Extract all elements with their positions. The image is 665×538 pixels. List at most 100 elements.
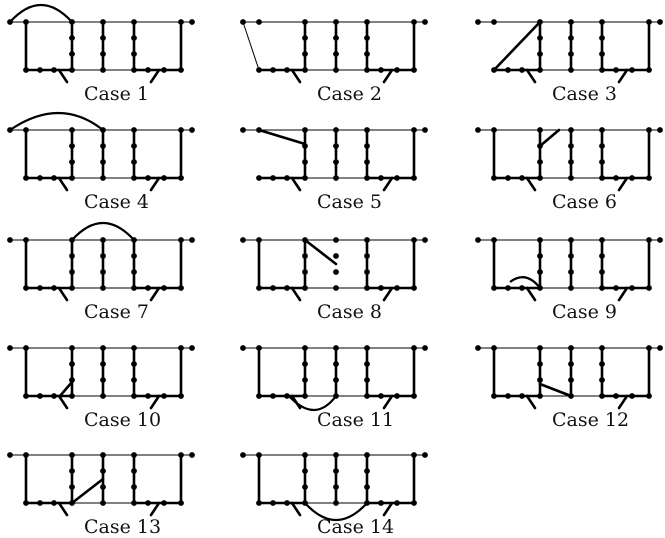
vertex: [189, 345, 195, 351]
vertex: [178, 175, 184, 181]
case-label: Case 6: [552, 191, 617, 213]
vertex: [51, 67, 57, 73]
slanted-edge: [242, 21, 260, 71]
tick: [290, 176, 302, 192]
vertex: [519, 393, 525, 399]
vertex: [333, 159, 339, 165]
vertex: [333, 143, 339, 149]
vertex: [422, 19, 428, 25]
vertex: [270, 67, 276, 73]
vertex: [100, 500, 106, 506]
case-panel-2: Case 2: [240, 19, 428, 105]
vertex: [646, 19, 652, 25]
vertex: [69, 253, 75, 259]
vertex: [178, 345, 184, 351]
vertex: [69, 468, 75, 474]
vertex: [100, 143, 106, 149]
vertex: [568, 285, 574, 291]
tick: [57, 394, 69, 410]
vertex: [364, 253, 370, 259]
diagonal-edge: [492, 20, 542, 72]
vertex: [100, 377, 106, 383]
vertex: [284, 393, 290, 399]
vertex: [131, 159, 137, 165]
vertex: [100, 361, 106, 367]
vertex: [23, 67, 29, 73]
vertex: [69, 377, 75, 383]
vertex: [333, 127, 339, 133]
tick: [525, 176, 537, 192]
case-label: Case 9: [552, 301, 617, 323]
case-panel-11: Case 11: [240, 345, 428, 431]
case-panel-6: Case 6: [475, 127, 663, 213]
vertex: [302, 253, 308, 259]
vertex: [23, 127, 29, 133]
vertex: [131, 67, 137, 73]
vertex: [537, 51, 543, 57]
vertex: [613, 175, 619, 181]
vertex: [505, 393, 511, 399]
case-label: Case 5: [317, 191, 382, 213]
case-panel-12: Case 12: [475, 345, 663, 431]
vertex: [100, 175, 106, 181]
vertex: [302, 159, 308, 165]
vertex: [51, 500, 57, 506]
vertex: [145, 393, 151, 399]
vertex: [537, 159, 543, 165]
vertex: [240, 19, 246, 25]
tick: [290, 68, 302, 84]
vertex: [599, 393, 605, 399]
vertex: [178, 500, 184, 506]
tick: [525, 394, 537, 410]
vertex: [131, 127, 137, 133]
vertex: [394, 393, 400, 399]
vertex: [568, 175, 574, 181]
vertex: [23, 345, 29, 351]
vertex: [145, 285, 151, 291]
vertex: [302, 35, 308, 41]
vertex: [69, 393, 75, 399]
vertex: [131, 468, 137, 474]
vertex: [37, 393, 43, 399]
vertex: [568, 127, 574, 133]
vertex: [333, 269, 339, 275]
vertex: [240, 345, 246, 351]
vertex: [657, 127, 663, 133]
case-panel-14: Case 14: [240, 452, 428, 538]
vertex: [284, 285, 290, 291]
vertex: [178, 393, 184, 399]
vertex: [422, 237, 428, 243]
vertex: [411, 237, 417, 243]
case-panel-13: Case 13: [7, 452, 195, 538]
vertex: [131, 175, 137, 181]
vertex: [333, 237, 339, 243]
vertex: [333, 345, 339, 351]
diagonal-edge: [70, 477, 105, 505]
vertex: [51, 175, 57, 181]
vertex: [599, 269, 605, 275]
vertex: [69, 35, 75, 41]
vertex: [7, 345, 13, 351]
vertex: [333, 67, 339, 73]
diagonal-edge: [538, 382, 573, 398]
case-label: Case 13: [84, 516, 161, 538]
tick: [290, 501, 302, 517]
vertex: [568, 253, 574, 259]
vertex: [178, 452, 184, 458]
vertex: [69, 67, 75, 73]
vertex: [131, 237, 137, 243]
arc-edge: [9, 112, 104, 131]
case-label: Case 2: [317, 83, 382, 105]
vertex: [646, 175, 652, 181]
vertex: [69, 452, 75, 458]
vertex: [161, 175, 167, 181]
vertex: [568, 345, 574, 351]
vertex: [599, 51, 605, 57]
vertex: [100, 51, 106, 57]
vertex: [302, 269, 308, 275]
vertex: [256, 127, 262, 133]
vertex: [302, 500, 308, 506]
vertex: [284, 500, 290, 506]
vertex: [240, 127, 246, 133]
vertex: [537, 285, 543, 291]
